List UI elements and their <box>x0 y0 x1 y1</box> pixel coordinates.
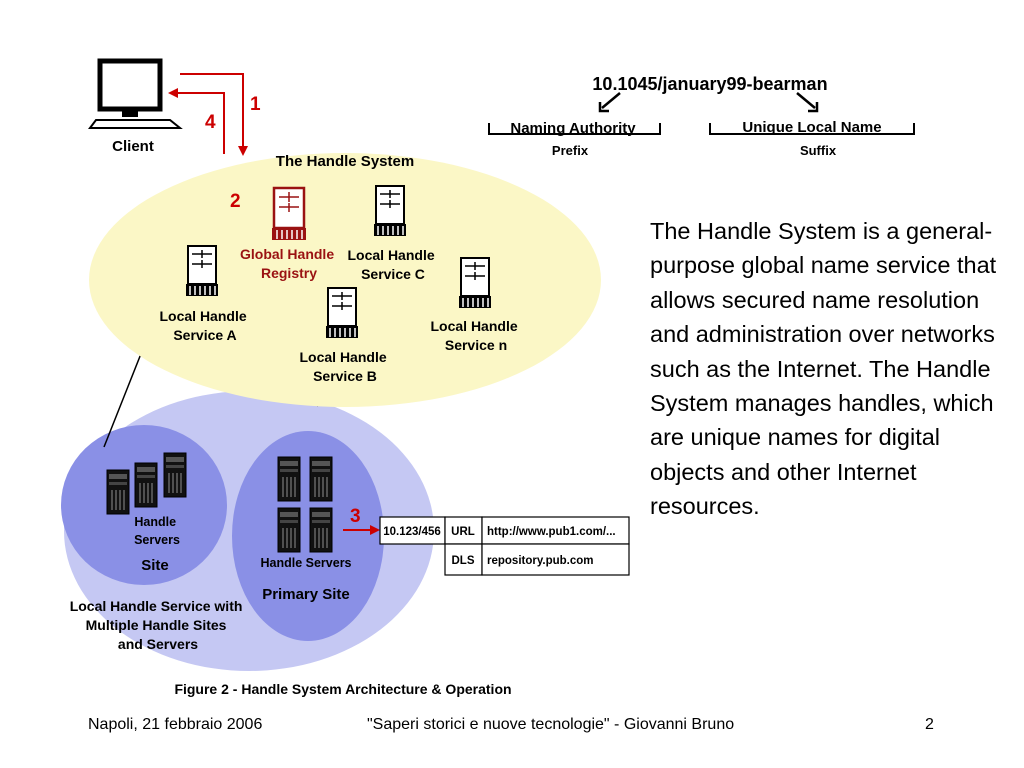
naming-authority-label: Naming Authority <box>510 120 636 137</box>
primary-server-icon <box>309 507 333 553</box>
suffix-bracket <box>709 123 915 135</box>
prefix-label: Prefix <box>552 143 589 158</box>
site-server-icon <box>106 469 130 515</box>
service-b-server-icon <box>325 287 359 339</box>
primary-site-label: Primary Site <box>262 586 350 603</box>
record-type-dls: DLS <box>452 555 475 567</box>
footer-title: "Saperi storici e nuove tecnologie" - Gi… <box>367 716 735 733</box>
description-text: The Handle System is a general-purpose g… <box>650 218 997 520</box>
primary-server-icon <box>309 456 333 502</box>
step-label-4: 4 <box>205 112 216 133</box>
service-b-label: Local Handle Service B <box>299 349 390 384</box>
page-number: 2 <box>925 716 934 733</box>
local-service-caption: Local Handle Service with Multiple Handl… <box>70 598 247 652</box>
primary-servers-label: Handle Servers <box>260 556 351 570</box>
prefix-pointer <box>601 92 621 109</box>
unique-local-name-label: Unique Local Name <box>742 119 881 136</box>
record-type-url: URL <box>451 526 475 538</box>
step-label-1: 1 <box>250 94 261 115</box>
site-label: Site <box>141 557 169 574</box>
global-registry-server-icon <box>270 186 308 242</box>
handle-system-region <box>89 153 601 407</box>
service-c-server-icon <box>373 185 407 237</box>
site-servers-label: Handle Servers <box>134 515 180 547</box>
suffix-label: Suffix <box>800 143 837 158</box>
site-server-icon <box>163 452 187 498</box>
figure-caption: Figure 2 - Handle System Architecture & … <box>174 681 511 697</box>
service-n-label: Local Handle Service n <box>430 318 521 353</box>
prefix-bracket <box>488 123 661 135</box>
client-computer-icon <box>88 58 183 129</box>
step-label-3: 3 <box>350 506 361 527</box>
service-a-server-icon <box>185 245 219 297</box>
primary-server-icon <box>277 507 301 553</box>
step-label-2: 2 <box>230 191 241 212</box>
record-handle: 10.123/456 <box>383 526 441 538</box>
suffix-pointer <box>796 92 816 109</box>
handle-system-title: The Handle System <box>276 153 414 170</box>
footer-date: Napoli, 21 febbraio 2006 <box>88 716 263 733</box>
arrow-1 <box>180 73 248 156</box>
service-c-label: Local Handle Service C <box>347 247 438 282</box>
client-label: Client <box>112 138 154 155</box>
registry-label: Global Handle Registry <box>240 246 338 281</box>
handle-example: 10.1045/january99-bearman <box>592 74 827 94</box>
service-n-server-icon <box>458 257 492 309</box>
primary-site-region <box>232 431 384 641</box>
handle-record-table: 10.123/456 URL http://www.pub1.com/... D… <box>379 516 630 576</box>
service-a-label: Local Handle Service A <box>159 308 250 343</box>
arrow-4 <box>168 88 225 154</box>
record-value-url: http://www.pub1.com/... <box>487 526 616 538</box>
primary-server-icon <box>277 456 301 502</box>
site-server-icon <box>134 462 158 508</box>
record-value-dls: repository.pub.com <box>487 555 594 567</box>
